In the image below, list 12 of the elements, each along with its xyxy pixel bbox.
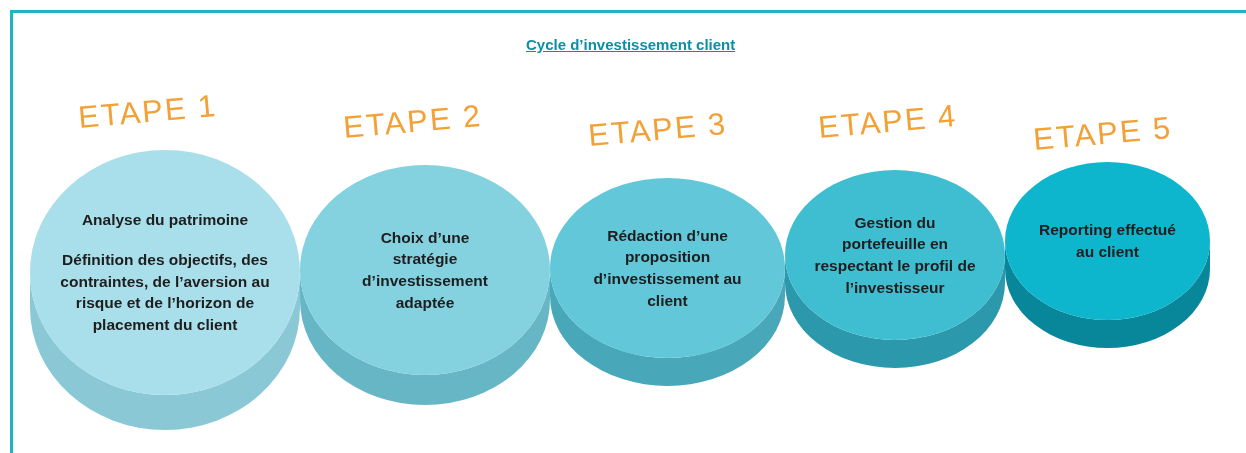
step-heading: ETAPE 3 (586, 106, 729, 154)
step-heading: ETAPE 1 (76, 88, 219, 136)
step-heading: ETAPE 4 (816, 98, 959, 146)
diagram-title: Cycle d’investissement client (526, 36, 736, 53)
step-text: Choix d’une stratégie d’investissement adaptée (361, 227, 489, 313)
step-text: Reporting effectué au client (1038, 220, 1177, 262)
step-heading: ETAPE 2 (341, 98, 484, 146)
step-text: Rédaction d’une proposition d’investissement au client (592, 225, 743, 311)
step-heading: ETAPE 5 (1031, 110, 1174, 158)
step-text: Définition des objectifs, des contraintes, de l’aversion au risque et de l’horizon de placement du client (59, 249, 271, 336)
step-text: Gestion du portefeuille en respectant le profil de l’investisseur (813, 212, 977, 298)
step-text: Analyse du patrimoine (81, 210, 249, 231)
